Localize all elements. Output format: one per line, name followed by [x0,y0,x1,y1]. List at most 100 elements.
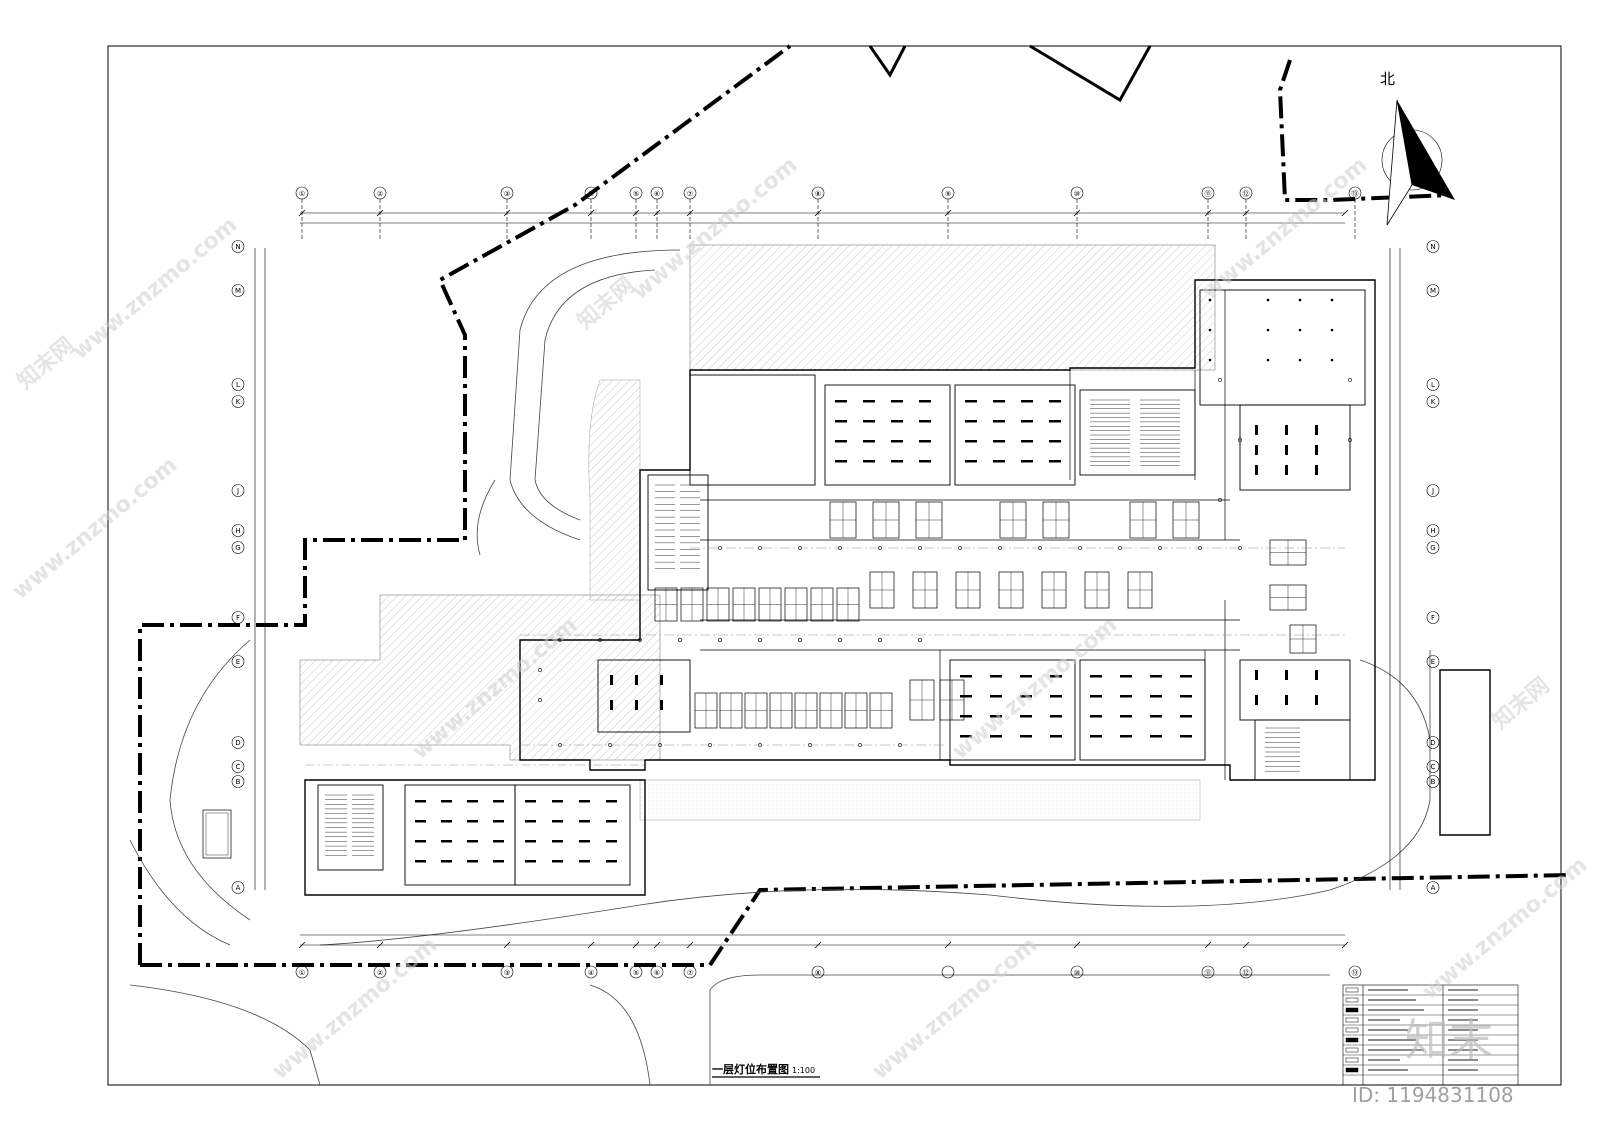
ceiling-light-icon [863,440,875,443]
axis-A: A [236,884,241,892]
axis-6: ⑥ [654,190,660,198]
downlight-icon [1208,358,1212,362]
ceiling-light-icon [1120,735,1132,738]
axis-circle [295,965,309,979]
drawing-scale: 1:100 [792,1066,815,1075]
downlight-icon [538,668,542,672]
axis-grid-ticks [298,209,1349,949]
site-boundary-line [138,44,1571,967]
axis-5: ⑤ [633,190,639,198]
ceiling-light-icon [1285,465,1288,475]
ceiling-light-icon [891,400,903,403]
downlight-icon [1218,378,1222,382]
ceiling-light-icon [606,860,617,863]
axis-circle [231,760,245,773]
room-top-left [689,374,816,486]
axis-E: E [236,658,240,666]
ceiling-light-icon [990,675,1002,678]
axis-circle [650,965,664,979]
ceiling-light-icon [965,400,977,403]
downlight-icon [1298,358,1302,362]
axis-letters-right: N M L K J H G F E D C B A [1430,243,1436,892]
watermark-id: ID: 1194831108 [1352,1083,1514,1107]
downlight-icon [1330,358,1334,362]
axis-B-right: B [1431,778,1436,786]
ceiling-light-icon [919,400,931,403]
axis-circle [1426,775,1440,788]
axis-circle [1426,524,1440,537]
downlight-icon [638,638,642,642]
axis-circle [231,378,245,391]
axis-circle [1426,484,1440,497]
ceiling-light-icon [863,420,875,423]
dimension-tick [1204,941,1212,949]
ceiling-light-icon [441,820,452,823]
ceiling-light-icon [467,860,478,863]
axis-circle [231,541,245,554]
ceiling-light-icon [1285,695,1288,705]
axis-M-right: M [1430,287,1436,295]
ceiling-light-icon [1120,695,1132,698]
ceiling-light-icon [467,800,478,803]
legend-symbol [1345,1017,1359,1023]
axis-D: D [235,739,240,747]
ceiling-light-icon [525,840,536,843]
ceiling-light-icon [552,820,563,823]
downlight-icon [1298,328,1302,332]
ceiling-light-icon [493,800,504,803]
ceiling-light-icon [1050,675,1062,678]
axis-circle [1348,965,1362,979]
axis-circle [1201,965,1215,979]
dimension-tick [503,941,511,949]
ceiling-light-icon [441,800,452,803]
downlight-icon [678,638,682,642]
downlight-icon [1208,298,1212,302]
ceiling-light-icon [1180,715,1192,718]
ceiling-light-icon [1180,675,1192,678]
downlight-icon [658,743,662,747]
axis-C: C [236,763,241,771]
axis-D-right: D [1430,739,1435,747]
downlight-icon [558,638,562,642]
ceiling-light-icon [960,735,972,738]
axis-circle [629,965,643,979]
axis-circle [231,736,245,749]
stair-left [647,474,709,591]
ceiling-light-icon [1285,445,1288,455]
ceiling-light-icon [965,420,977,423]
ceiling-light-icon [660,700,663,710]
axis-circle [231,524,245,537]
legend-symbol [1345,1037,1359,1043]
downlight-icon [1208,328,1212,332]
ceiling-light-icon [1150,735,1162,738]
ceiling-light-icon [960,675,972,678]
axis-12-bottom: ⑫ [1243,969,1250,977]
axis-circle [231,395,245,408]
watermark-site-7: www.znzmo.com [268,933,442,1085]
ceiling-light-icon [1315,695,1318,705]
axis-circle [1426,736,1440,749]
axis-circle [584,965,598,979]
ceiling-light-icon [1315,425,1318,435]
downlight-icon [918,638,922,642]
ceiling-light-icon [1255,465,1258,475]
ceiling-light-icon [960,715,972,718]
dimension-tick [298,941,306,949]
ceiling-light-icon [835,460,847,463]
luminaires [305,290,1352,863]
axis-letters-left: N M L K J H G F E D C B A [235,243,241,892]
ceiling-light-icon [1120,675,1132,678]
axis-circle [1426,284,1440,297]
ceiling-light-icon [993,460,1005,463]
ceiling-light-icon [1285,425,1288,435]
axis-2: ② [377,190,383,198]
ceiling-light-icon [1049,460,1061,463]
ceiling-light-icon [415,840,426,843]
ceiling-light-icon [552,840,563,843]
axis-3: ③ [504,190,510,198]
ceiling-light-icon [1150,715,1162,718]
ceiling-light-icon [960,695,972,698]
legend-symbol [1345,987,1359,993]
axis-circles [231,186,1440,979]
ceiling-light-icon [993,400,1005,403]
